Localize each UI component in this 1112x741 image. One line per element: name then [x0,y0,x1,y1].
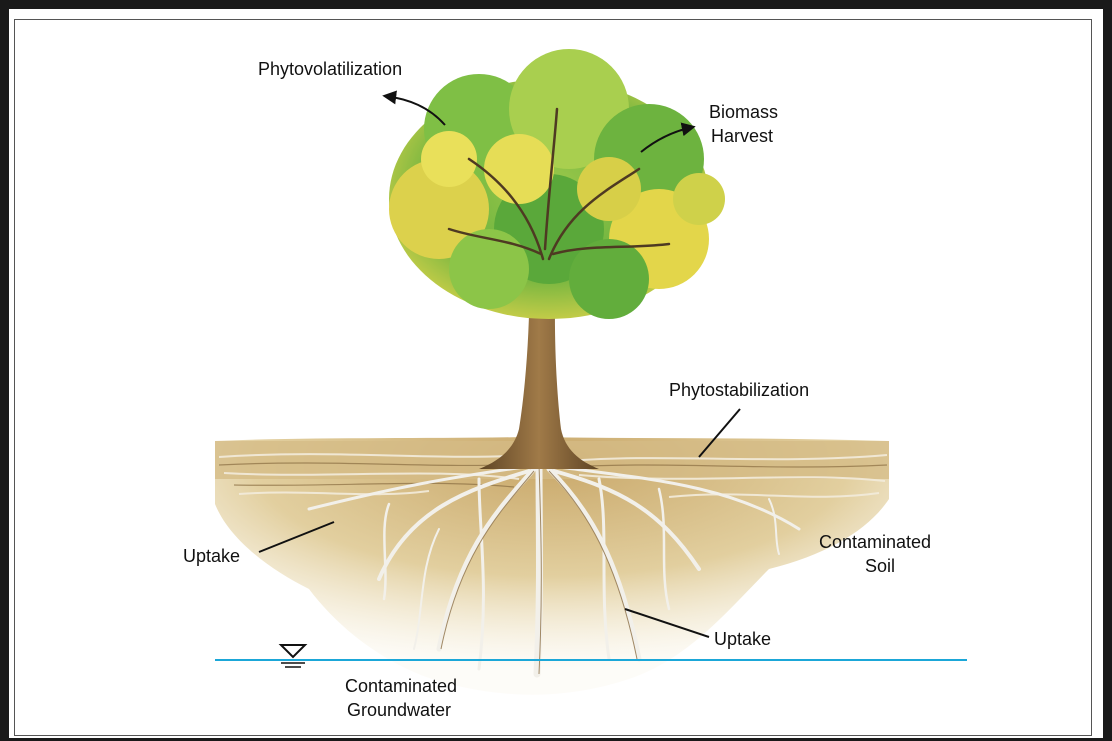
label-contaminated-soil-line2: Soil [865,555,895,577]
label-uptake-right: Uptake [714,628,771,650]
water-table-symbol-icon [281,645,305,667]
label-phytostabilization: Phytostabilization [669,379,809,401]
label-phytovolatilization: Phytovolatilization [258,58,402,80]
label-uptake-left: Uptake [183,545,240,567]
diagram-canvas: Phytovolatilization Biomass Harvest Phyt… [9,9,1103,738]
phytoremediation-illustration [9,9,1103,738]
label-contaminated-soil-line1: Contaminated [819,531,931,553]
label-harvest: Harvest [711,125,773,147]
label-contaminated-groundwater-line1: Contaminated [345,675,457,697]
label-biomass: Biomass [709,101,778,123]
tree-canopy [389,49,725,319]
soil-zone [215,437,889,695]
label-contaminated-groundwater-line2: Groundwater [347,699,451,721]
